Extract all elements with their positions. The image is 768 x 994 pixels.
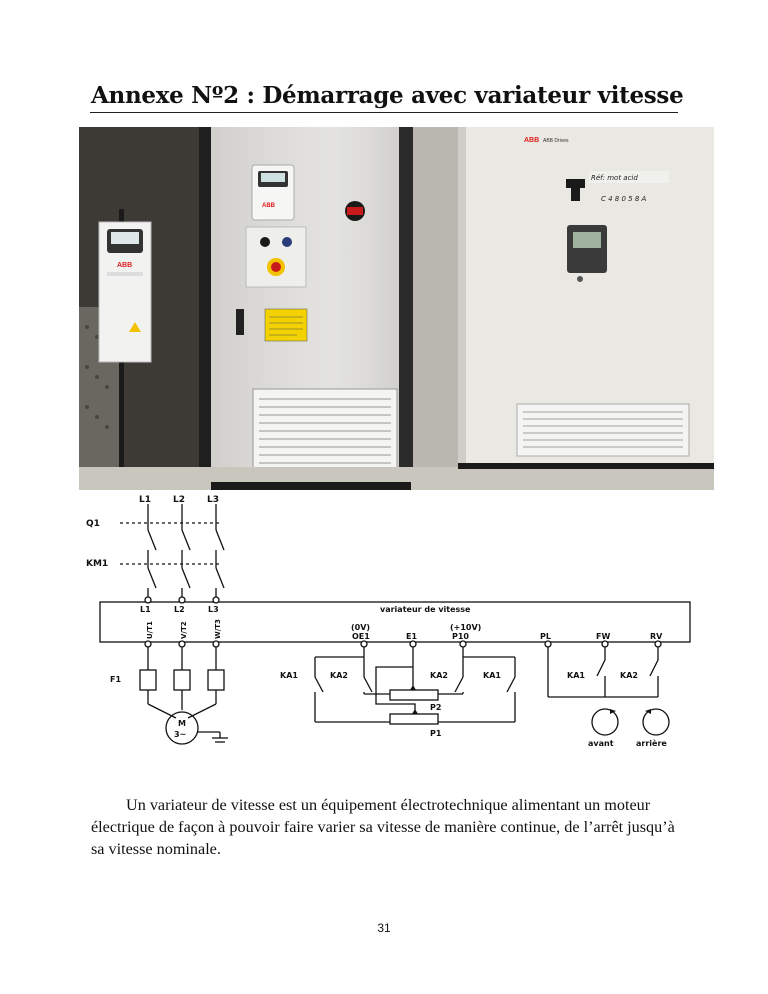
- handwritten-note-1: Réf: mot acid: [591, 174, 638, 182]
- page-number: 31: [377, 921, 391, 935]
- abb-drives-label: ABB Drives: [543, 138, 569, 144]
- label-rv: RV: [650, 632, 663, 641]
- label-ka2-c: KA2: [620, 671, 638, 680]
- label-ka1-a: KA1: [280, 671, 298, 680]
- label-p1: P1: [430, 729, 442, 738]
- label-l3-in: L3: [208, 605, 219, 614]
- label-motor: M: [178, 719, 186, 728]
- label-l3-top: L3: [207, 495, 219, 505]
- label-km1: KM1: [86, 559, 108, 569]
- label-q1: Q1: [86, 519, 100, 529]
- label-oe1: OE1: [352, 632, 370, 641]
- label-ut1: U/T1: [146, 621, 154, 639]
- abb-logo-left: ABB: [117, 262, 132, 269]
- label-drive: variateur de vitesse: [380, 605, 471, 614]
- handwritten-note-2: C 4 8 0 5 8 A: [601, 195, 647, 203]
- label-f1: F1: [110, 675, 121, 684]
- label-l1-in: L1: [140, 605, 151, 614]
- label-ka1-b: KA1: [483, 671, 501, 680]
- label-ka2-a: KA2: [330, 671, 348, 680]
- body-paragraph: Un variateur de vitesse est un équipemen…: [91, 796, 675, 858]
- label-0v-top: (0V): [351, 623, 370, 632]
- label-avant: avant: [588, 739, 614, 748]
- label-10v-top: (+10V): [450, 623, 481, 632]
- label-p2: P2: [430, 703, 441, 712]
- label-l2-in: L2: [174, 605, 185, 614]
- wiring-diagram: L1 L2 L3 Q1 KM1 L1 L2 L3 variateur de vi…: [86, 495, 691, 748]
- label-motor-phase: 3~: [174, 730, 186, 739]
- label-ka2-b: KA2: [430, 671, 448, 680]
- title-underline: [90, 112, 678, 113]
- label-pl: PL: [540, 632, 551, 641]
- page-title: Annexe Nº2 : Démarrage avec variateur vi…: [91, 82, 684, 109]
- label-fw: FW: [596, 632, 610, 641]
- label-wt3: W/T3: [214, 619, 222, 639]
- abb-logo-right: ABB: [524, 137, 539, 144]
- label-e1: E1: [406, 632, 417, 641]
- label-vt2: V/T2: [180, 621, 188, 639]
- label-l1-top: L1: [139, 495, 151, 505]
- label-p10: P10: [452, 632, 469, 641]
- label-ka1-c: KA1: [567, 671, 585, 680]
- cabinet-photo: ABB ABB ABB ABB: [79, 127, 714, 490]
- label-l2-top: L2: [173, 495, 185, 505]
- label-arriere: arrière: [636, 738, 667, 748]
- abb-logo-mid: ABB: [262, 203, 276, 209]
